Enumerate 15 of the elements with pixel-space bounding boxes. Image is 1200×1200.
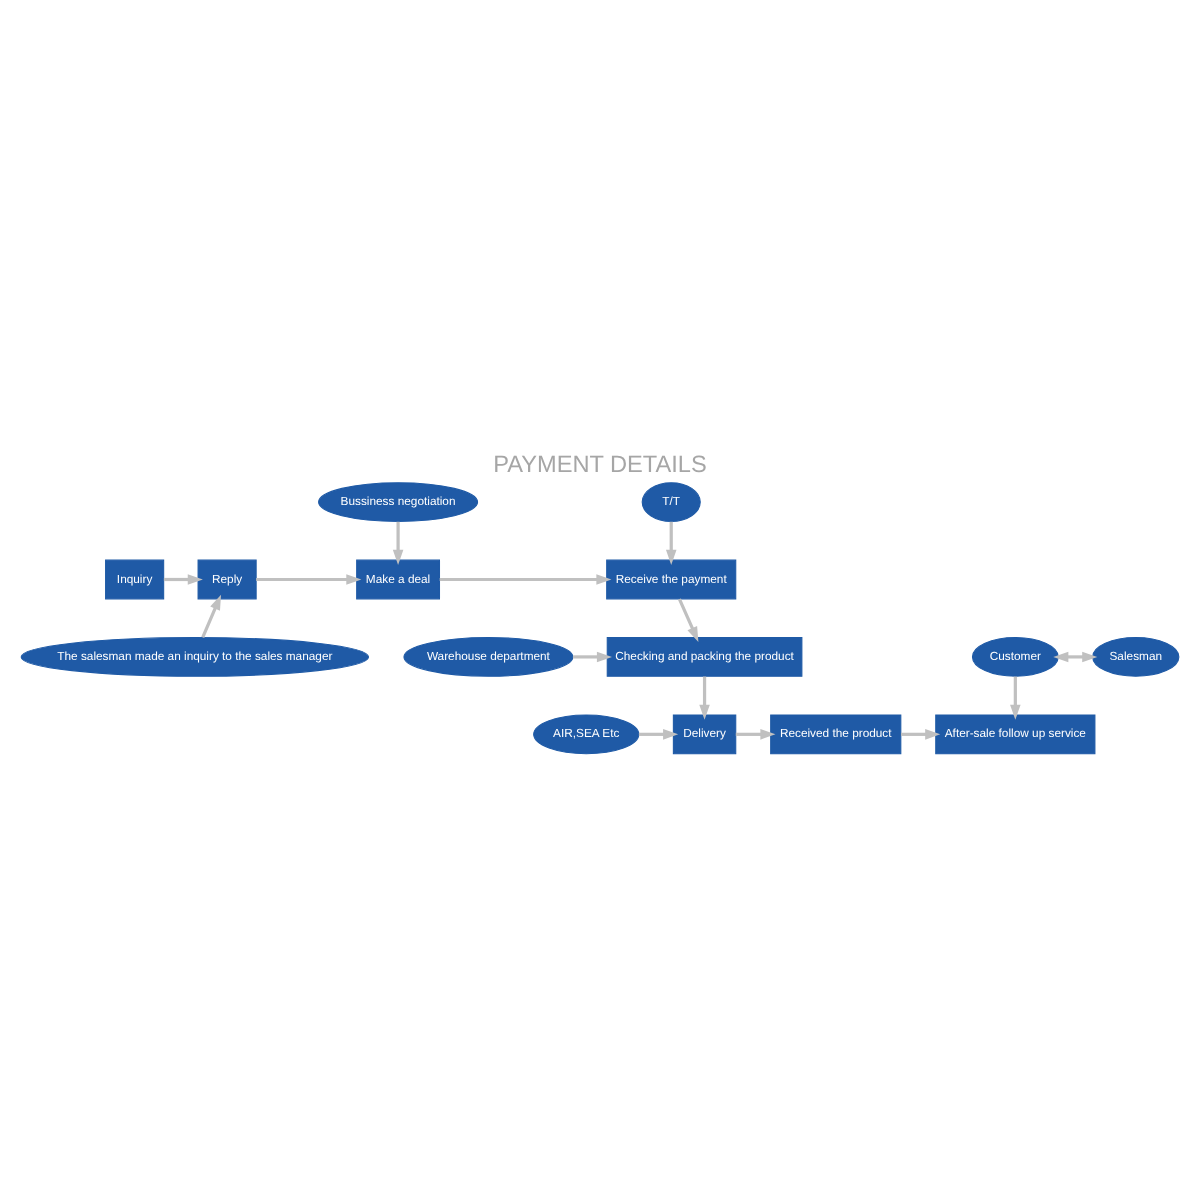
arrow	[573, 650, 612, 662]
arrow	[1053, 650, 1098, 662]
arrow	[201, 593, 222, 638]
arrow	[901, 728, 941, 739]
arrow	[638, 728, 679, 739]
arrow	[439, 573, 612, 584]
arrow	[256, 573, 362, 584]
arrow	[699, 675, 710, 719]
arrow	[392, 520, 404, 564]
arrow	[678, 597, 699, 641]
diagram-title: PAYMENT DETAILS	[493, 448, 707, 477]
arrow	[1010, 675, 1021, 719]
arrow	[163, 573, 203, 584]
arrow	[665, 520, 677, 564]
arrow	[735, 728, 776, 739]
